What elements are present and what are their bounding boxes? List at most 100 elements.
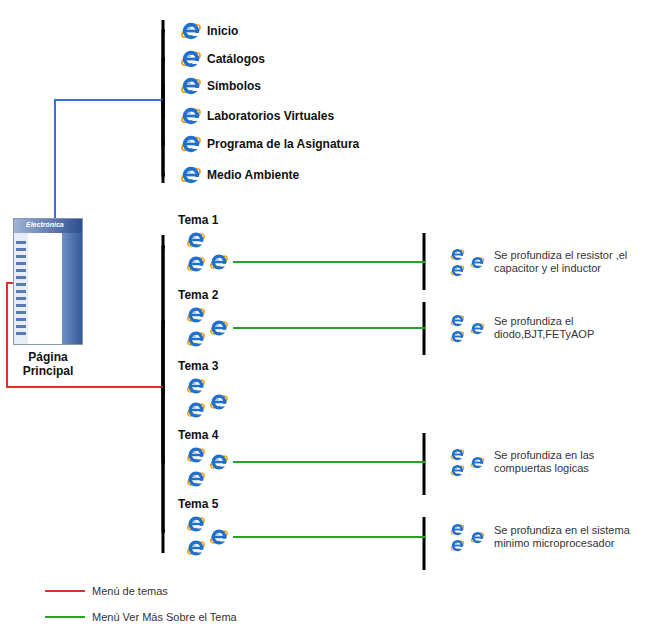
browser-icon [186, 538, 206, 558]
topic-label: Tema 5 [178, 497, 218, 511]
browser-icon [186, 445, 206, 465]
browser-icon [209, 318, 229, 338]
connector-segment [55, 100, 163, 218]
page-link [16, 241, 26, 244]
menu-label: Inicio [207, 19, 238, 43]
topic-label: Tema 1 [178, 213, 218, 227]
browser-icon [186, 514, 206, 534]
submenu-description: Se profundiza en el sistema minimo micro… [494, 524, 642, 550]
submenu-item: Se profundiza en las compuertas logicas [426, 434, 642, 490]
menu-connector [233, 328, 426, 329]
topic-item: Tema 4 [165, 427, 233, 497]
browser-icon [180, 133, 202, 155]
menu-item: Medio Ambiente [165, 163, 395, 187]
page-label: Página Principal [13, 350, 83, 378]
connector-segment [163, 387, 165, 531]
submenu-description: Se profundiza en las compuertas logicas [494, 449, 642, 475]
legend-sample [45, 583, 87, 599]
menu-connector [55, 59, 165, 218]
connector-segment [163, 322, 165, 387]
browser-icon [186, 305, 206, 325]
page-screenshot: Electrónica [13, 218, 83, 345]
browser-icon [470, 530, 485, 545]
page-link [16, 248, 26, 251]
page-link [16, 311, 26, 314]
menu-label: Catálogos [207, 47, 265, 71]
topic-item: Tema 5 [165, 496, 233, 566]
legend-label: Menú Ver Más Sobre el Tema [92, 609, 237, 625]
menu-bar [162, 20, 165, 183]
page-header: Electrónica [14, 219, 82, 233]
browser-icon [450, 247, 465, 262]
browser-icon [180, 105, 202, 127]
browser-icon [470, 321, 485, 336]
browser-icon [180, 164, 202, 186]
connector-segment [163, 247, 165, 387]
browser-icon [209, 392, 229, 412]
browser-icon [180, 48, 202, 70]
topic-label: Tema 2 [178, 288, 218, 302]
page-link [16, 269, 26, 272]
browser-icon [209, 252, 229, 272]
menu-item: Símbolos [165, 74, 395, 98]
browser-icon [209, 527, 229, 547]
connector-segment [163, 31, 165, 100]
page-link [16, 318, 26, 321]
menu-connector [55, 100, 165, 218]
browser-icon [186, 376, 206, 396]
submenu-bar [423, 517, 426, 570]
browser-icon [450, 447, 465, 462]
menu-item: Laboratorios Virtuales [165, 104, 395, 128]
page-link [16, 262, 26, 265]
connector-segment [55, 100, 163, 218]
menu-connector [55, 31, 165, 218]
browser-icon [186, 329, 206, 349]
menu-item: Catálogos [165, 47, 395, 71]
page-link [16, 255, 26, 258]
browser-icon [450, 463, 465, 478]
menu-label: Programa de la Asignatura [207, 132, 359, 156]
browser-icon [186, 400, 206, 420]
submenu-description: Se profundiza el resistor ,el capacitor … [494, 249, 642, 275]
connector-segment [233, 327, 426, 329]
submenu-description: Se profundiza el diodo,BJT,FETyAOP [494, 315, 642, 341]
connector-segment [163, 86, 165, 100]
menu-label: Símbolos [207, 74, 261, 98]
page-title: Electrónica [26, 221, 64, 229]
legend-label: Menú de temas [92, 583, 168, 599]
menu-label: Laboratorios Virtuales [207, 104, 334, 128]
page-link [16, 290, 26, 293]
page-link [16, 276, 26, 279]
browser-icon [180, 20, 202, 42]
page-link [16, 297, 26, 300]
page-link [16, 283, 26, 286]
topic-label: Tema 4 [178, 428, 218, 442]
connector-segment [55, 100, 163, 218]
topic-label: Tema 3 [178, 359, 218, 373]
menu-connector [233, 262, 426, 263]
topic-item: Tema 1 [165, 212, 233, 282]
page-thumbnail: ElectrónicaPágina Principal [13, 218, 83, 378]
topic-item: Tema 2 [165, 287, 233, 357]
browser-icon [470, 255, 485, 270]
connector-segment [233, 461, 426, 463]
browser-icon [180, 75, 202, 97]
menu-item: Programa de la Asignatura [165, 132, 395, 156]
menu-connector [55, 86, 165, 218]
browser-icon [450, 538, 465, 553]
menu-connector [233, 462, 426, 463]
submenu-item: Se profundiza el resistor ,el capacitor … [426, 234, 642, 290]
submenu-item: Se profundiza en el sistema minimo micro… [426, 509, 642, 565]
browser-icon [450, 329, 465, 344]
topic-item: Tema 3 [165, 358, 233, 428]
topic-bar [162, 235, 165, 553]
legend-line [45, 616, 85, 618]
browser-icon [186, 254, 206, 274]
browser-icon [450, 522, 465, 537]
browser-icon [450, 313, 465, 328]
legend-line [45, 590, 85, 592]
connector-segment [55, 100, 163, 218]
menu-connector [55, 100, 165, 218]
connector-segment [163, 59, 165, 100]
